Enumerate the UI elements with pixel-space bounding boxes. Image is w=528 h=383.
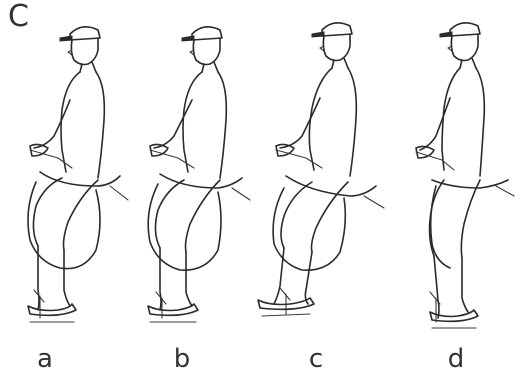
- rider-caption-d: d: [441, 346, 471, 372]
- rider-c-drawing: [258, 23, 384, 316]
- rider-caption-b: b: [167, 346, 197, 372]
- rider-caption-c: c: [301, 346, 331, 372]
- rider-d-drawing: [416, 23, 514, 328]
- rider-caption-a: a: [30, 346, 60, 372]
- rider-b-drawing: [148, 27, 250, 322]
- rider-a-drawing: [28, 27, 128, 322]
